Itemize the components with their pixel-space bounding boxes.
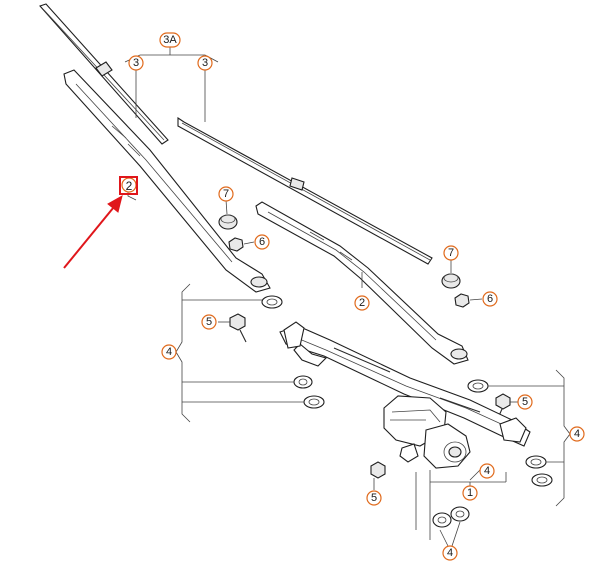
nut-right (454, 293, 470, 308)
callout-6-right-label: 6 (487, 293, 493, 305)
washer-right-top (467, 379, 489, 393)
callout-4-bottom-label: 4 (447, 547, 453, 559)
callout-5-right: 5 (517, 394, 533, 410)
callout-4-center: 4 (479, 463, 495, 479)
callout-4-center-label: 4 (484, 465, 490, 477)
callout-1: 1 (462, 485, 478, 501)
callout-6-right: 6 (482, 291, 498, 307)
cap-left (218, 214, 238, 230)
wiper-arm-left (63, 69, 271, 293)
callout-7-left-label: 7 (223, 188, 229, 200)
callout-3-left: 3 (128, 55, 144, 71)
callout-3-right-label: 3 (202, 57, 208, 69)
callout-4-right: 4 (569, 426, 585, 442)
washer-left-low (303, 395, 325, 409)
callout-7-right: 7 (443, 245, 459, 261)
bolt-left (229, 313, 247, 343)
callout-3-right: 3 (197, 55, 213, 71)
callout-2-left-highlighted: 2 (119, 176, 138, 195)
grommet-bottom (432, 506, 470, 528)
callout-4-left: 4 (161, 344, 177, 360)
callout-2-right: 2 (354, 295, 370, 311)
wiper-linkage (279, 321, 531, 447)
callout-6-left-label: 6 (259, 236, 265, 248)
callout-3-left-label: 3 (133, 57, 139, 69)
callout-3a: 3A (159, 32, 181, 48)
wiper-blade-right (177, 116, 433, 265)
wiper-arm-right (255, 201, 469, 365)
washer-right-low (525, 455, 547, 469)
bolt-right (495, 393, 511, 419)
callout-1-label: 1 (467, 487, 473, 499)
washer-left-mid (293, 375, 313, 389)
nut-left (228, 237, 244, 252)
callout-4-bottom: 4 (442, 545, 458, 561)
callout-2-right-label: 2 (359, 297, 365, 309)
callout-7-left: 7 (218, 186, 234, 202)
wiper-motor (383, 395, 471, 469)
callout-5-right-label: 5 (522, 396, 528, 408)
callout-6-left: 6 (254, 234, 270, 250)
callout-3a-label: 3A (163, 34, 177, 46)
highlight-arrow (63, 194, 123, 269)
callout-4-left-label: 4 (166, 346, 172, 358)
washer-left-top (261, 295, 283, 309)
callout-5-bottom: 5 (366, 490, 382, 506)
cap-right (441, 273, 461, 289)
leader-lines (124, 44, 571, 547)
callout-5-left-label: 5 (206, 316, 212, 328)
callout-4-right-label: 4 (574, 428, 580, 440)
callout-5-bottom-label: 5 (371, 492, 377, 504)
bolt-bottom (370, 461, 386, 479)
washer-right-bottom (531, 473, 553, 487)
callout-5-left: 5 (201, 314, 217, 330)
callout-7-right-label: 7 (448, 247, 454, 259)
callout-2-left-label: 2 (126, 179, 133, 193)
